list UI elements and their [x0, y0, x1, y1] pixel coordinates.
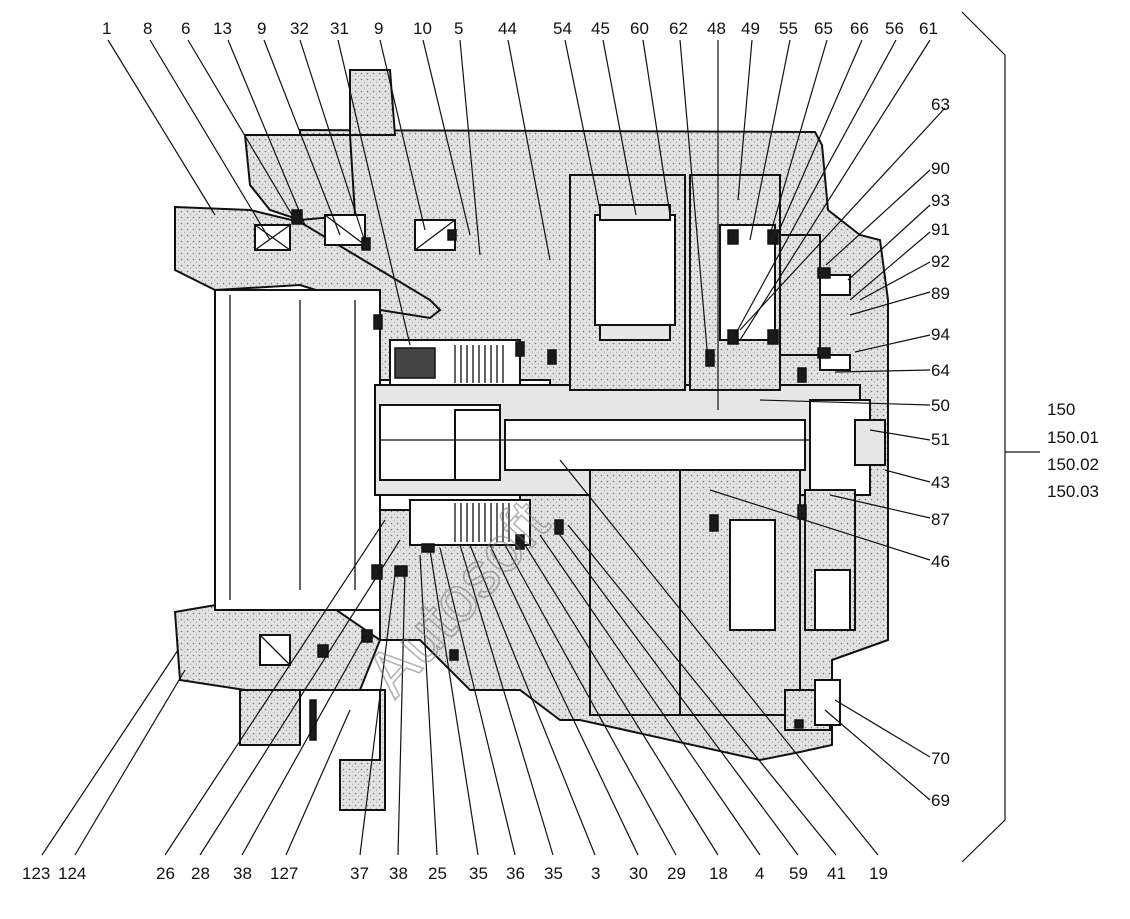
callout-13: 13 [213, 19, 232, 38]
callout-62: 62 [669, 19, 688, 38]
callout-18: 18 [709, 864, 728, 883]
callout-1: 1 [102, 19, 111, 38]
callout-45: 45 [591, 19, 610, 38]
callout-59: 59 [789, 864, 808, 883]
callout-69: 69 [931, 791, 950, 810]
assembly-150-02: 150.02 [1047, 455, 1099, 474]
callout-61: 61 [919, 19, 938, 38]
callout-89: 89 [931, 284, 950, 303]
callout-41: 41 [827, 864, 846, 883]
callout-94: 94 [931, 325, 950, 344]
callout-38-a: 38 [233, 864, 252, 883]
callouts-top: 1 8 6 13 9 32 31 9 10 5 44 54 45 60 62 4… [102, 19, 938, 38]
callout-3: 3 [591, 864, 600, 883]
callout-87: 87 [931, 510, 950, 529]
callout-8: 8 [143, 19, 152, 38]
callout-25: 25 [428, 864, 447, 883]
callout-30: 30 [629, 864, 648, 883]
callout-46: 46 [931, 552, 950, 571]
callout-35-a: 35 [469, 864, 488, 883]
assembly-bracket [961, 11, 1006, 863]
leader-lines-bottom [41, 459, 879, 856]
callout-19: 19 [869, 864, 888, 883]
clutch-pack-upper [389, 339, 521, 386]
callout-51: 51 [931, 430, 950, 449]
callout-29: 29 [667, 864, 686, 883]
callout-50: 50 [931, 396, 950, 415]
callout-64: 64 [931, 361, 950, 380]
callout-38-b: 38 [389, 864, 408, 883]
callout-63: 63 [931, 95, 950, 114]
callout-70: 70 [931, 749, 950, 768]
callout-60: 60 [630, 19, 649, 38]
callouts-right: 63 90 93 91 92 89 94 64 50 51 43 87 46 7… [931, 95, 950, 810]
callout-124: 124 [58, 864, 86, 883]
callout-56: 56 [885, 19, 904, 38]
callout-26: 26 [156, 864, 175, 883]
callout-9-b: 9 [374, 19, 383, 38]
callout-37: 37 [350, 864, 369, 883]
callout-91: 91 [931, 220, 950, 239]
assembly-150-03: 150.03 [1047, 482, 1099, 501]
callouts-bottom: 123 124 26 28 38 127 37 38 25 35 36 35 3… [22, 864, 888, 883]
callout-44: 44 [498, 19, 517, 38]
callout-48: 48 [707, 19, 726, 38]
assembly-150: 150 [1047, 400, 1075, 419]
main-shaft [374, 384, 886, 496]
assembly-150-01: 150.01 [1047, 428, 1099, 447]
callout-93: 93 [931, 191, 950, 210]
callout-54: 54 [553, 19, 572, 38]
leader-lines-right [709, 169, 931, 801]
callout-43: 43 [931, 473, 950, 492]
callout-5: 5 [454, 19, 463, 38]
callout-32: 32 [290, 19, 309, 38]
callout-31: 31 [330, 19, 349, 38]
callout-35-b: 35 [544, 864, 563, 883]
callout-66: 66 [850, 19, 869, 38]
callout-6: 6 [181, 19, 190, 38]
callout-90: 90 [931, 159, 950, 178]
callout-9-a: 9 [257, 19, 266, 38]
callout-36: 36 [506, 864, 525, 883]
assembly-numbers: 150 150.01 150.02 150.03 [1047, 400, 1099, 501]
callout-49: 49 [741, 19, 760, 38]
leader-lines-top [107, 39, 946, 410]
callout-10: 10 [413, 19, 432, 38]
callout-123: 123 [22, 864, 50, 883]
callout-92: 92 [931, 252, 950, 271]
callout-65: 65 [814, 19, 833, 38]
clutch-pack-lower [409, 499, 531, 546]
callout-55: 55 [779, 19, 798, 38]
callout-28: 28 [191, 864, 210, 883]
callout-4: 4 [755, 864, 764, 883]
callout-127: 127 [270, 864, 298, 883]
